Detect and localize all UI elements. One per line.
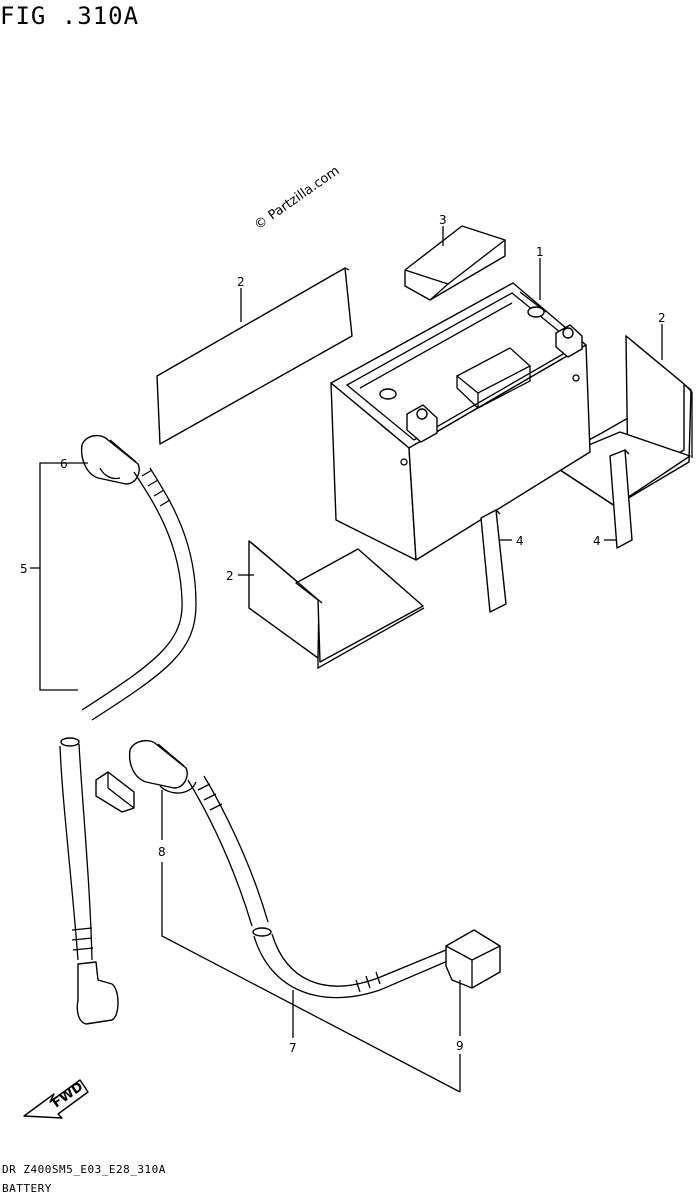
battery-pad-flat — [156, 267, 353, 445]
callout-numbers: 1 2 2 2 3 4 4 5 6 7 8 9 — [20, 213, 666, 1055]
figure-title: FIG .310A — [0, 2, 140, 30]
battery-strap-center — [480, 509, 507, 613]
fwd-arrow: FWD — [23, 1079, 89, 1119]
callout-2-right: 2 — [658, 311, 666, 325]
battery-strap-right — [609, 449, 633, 549]
watermark: © Partzilla.com — [252, 163, 343, 233]
section-name: BATTERY — [2, 1182, 52, 1195]
callout-1: 1 — [536, 245, 544, 259]
battery-pad-bent-left — [248, 540, 425, 670]
callout-2-flat: 2 — [237, 275, 245, 289]
battery-spacer-block — [404, 225, 506, 301]
callout-5: 5 — [20, 562, 28, 576]
positive-cable — [59, 434, 197, 1025]
leader-lines — [30, 226, 663, 1093]
callout-8: 8 — [158, 845, 166, 859]
callout-3: 3 — [439, 213, 447, 227]
callout-2-left: 2 — [226, 569, 234, 583]
callout-4-right: 4 — [593, 534, 601, 548]
callout-7: 7 — [289, 1041, 297, 1055]
battery — [330, 282, 591, 561]
negative-cable — [95, 739, 501, 999]
callout-6: 6 — [60, 457, 68, 471]
callout-4-center: 4 — [516, 534, 524, 548]
callout-9: 9 — [456, 1039, 464, 1053]
model-code: DR Z400SM5_E03_E28_310A — [2, 1163, 166, 1176]
